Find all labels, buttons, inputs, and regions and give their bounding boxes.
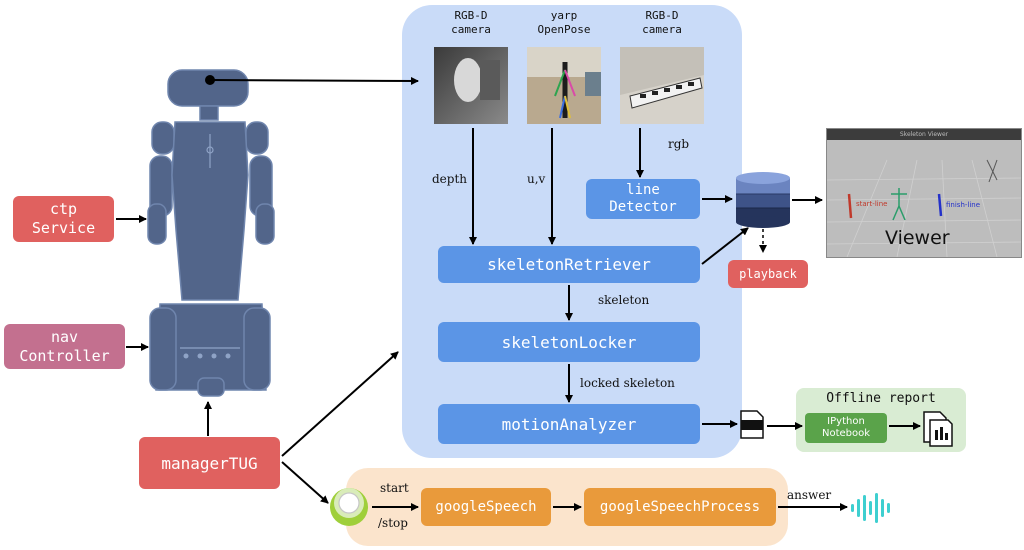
edge-label-depth: depth — [432, 172, 468, 186]
motion-analyzer-node: motionAnalyzer — [438, 404, 700, 444]
edge-skeleton-retriever-to-db — [701, 227, 749, 265]
edge-label-stop: /stop — [378, 516, 408, 530]
robot-left-wheel — [149, 307, 177, 391]
camera-label-depth: RGB-D camera — [451, 9, 491, 36]
nav-controller-node: nav Controller — [4, 324, 125, 369]
camera-label-rgb: RGB-D camera — [642, 9, 682, 36]
manager-tug-node: managerTUG — [139, 437, 280, 489]
viewer-window-title: Skeleton Viewer — [827, 129, 1021, 140]
ipython-notebook-node: IPython Notebook — [805, 413, 887, 443]
offline-report-title: Offline report — [826, 391, 936, 406]
camera-label-openpose: yarp OpenPose — [537, 9, 591, 36]
microphone-icon — [330, 488, 368, 526]
viewer-label: Viewer — [885, 227, 950, 249]
ctp-service-node: ctp Service — [13, 196, 114, 242]
viewer-scene — [827, 159, 1021, 257]
google-speech-node: googleSpeech — [421, 488, 551, 526]
depth-image-thumbnail — [434, 47, 508, 124]
robot-right-wheel — [243, 307, 271, 391]
viewer-window: Skeleton Viewer start-line finish-line V… — [826, 128, 1022, 258]
viewer-finish-line-label: finish-line — [946, 201, 981, 209]
edge-label-start: start — [380, 481, 409, 495]
robot-left-hand — [147, 203, 167, 245]
robot-torso — [171, 121, 249, 301]
viewer-start-line-label: start-line — [856, 200, 888, 208]
edge-label-rgb: rgb — [668, 137, 690, 151]
edge-label-skeleton: skeleton — [598, 293, 650, 307]
openpose-image-thumbnail — [527, 47, 601, 124]
viewer-finish-line-mark — [937, 193, 943, 217]
skeleton-retriever-node: skeletonRetriever — [438, 246, 700, 283]
report-document-icon — [923, 411, 953, 447]
line-detector-node: line Detector — [586, 179, 700, 219]
rgb-image-thumbnail — [620, 47, 704, 124]
robot-right-hand — [255, 203, 275, 245]
data-file-icon — [740, 410, 764, 439]
google-speech-process-node: googleSpeechProcess — [584, 488, 776, 526]
edge-manager-to-perception — [281, 351, 399, 457]
sound-wave-icon — [851, 493, 890, 523]
edge-manager-to-speech — [281, 461, 329, 504]
viewer-skeleton-mark — [891, 188, 907, 221]
edge-head-to-cameras — [209, 76, 419, 85]
playback-node: playback — [728, 260, 808, 288]
skeleton-locker-node: skeletonLocker — [438, 322, 700, 362]
edge-label-answer: answer — [787, 488, 832, 502]
edge-label-locked-skeleton: locked skeleton — [580, 376, 675, 390]
edge-label-uv: u,v — [527, 172, 546, 186]
viewer-start-line-mark — [847, 193, 853, 219]
